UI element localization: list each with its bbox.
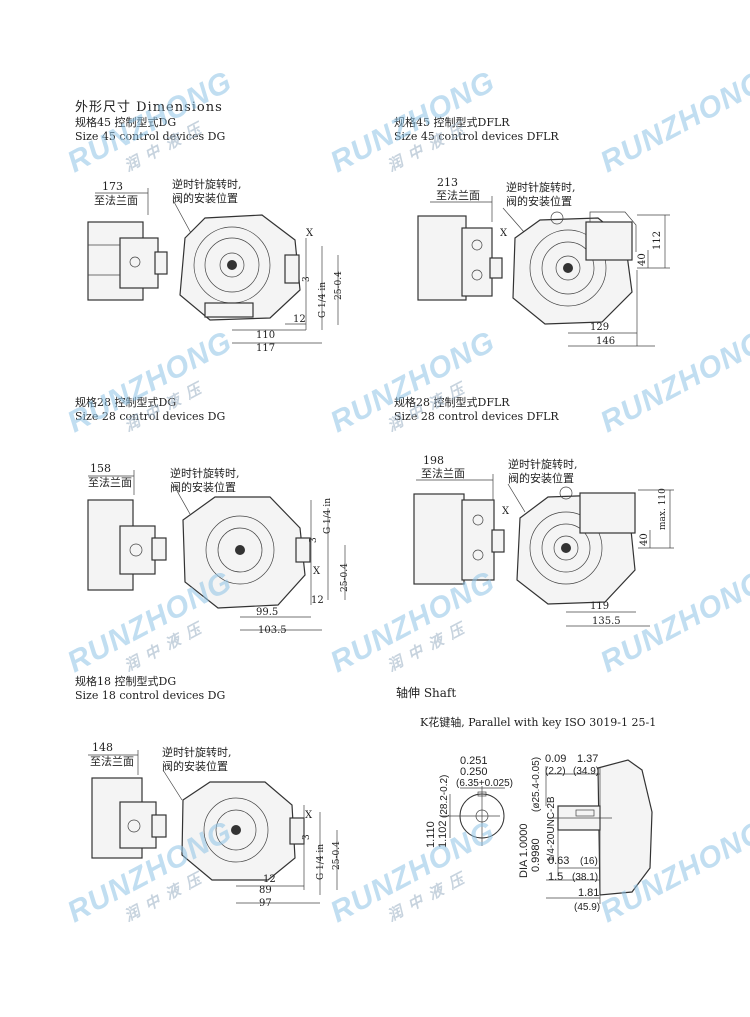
dim-3-s28dg: 3 xyxy=(309,537,319,543)
dim-12-s18dg: 12 xyxy=(263,874,276,885)
flange-dim-s28dg: 158 xyxy=(90,462,111,475)
note-s45dflr: 逆时针旋转时,阀的安装位置 xyxy=(506,181,576,208)
flange-label-s45dg: 至法兰面 xyxy=(94,194,138,207)
flange-label-s45dflr: 至法兰面 xyxy=(436,189,480,202)
dim-3-s45dg: 3 xyxy=(302,276,312,282)
pump-drawing-s28dflr xyxy=(413,474,674,627)
pump-drawing-s45dg xyxy=(87,188,339,344)
shaft-width-in-min: 0.250 xyxy=(460,766,488,778)
shaft-dia-max: DIA 1.0000 xyxy=(518,824,530,878)
shaft-width-mm: (6.35+0.025) xyxy=(456,778,513,789)
dim-g14-s18dg: G 1/4 in xyxy=(316,844,326,880)
dim-117-s45dg: 117 xyxy=(256,343,275,354)
dim-g14-s28dg: G 1/4 in xyxy=(323,498,333,534)
note-s28dg: 逆时针旋转时,阀的安装位置 xyxy=(170,467,240,494)
shaft-dia-min: 0.9980 xyxy=(530,838,542,872)
dim-995-s28dg: 99.5 xyxy=(256,607,278,618)
dim-129-s45dflr: 129 xyxy=(590,322,609,333)
flange-dim-s45dflr: 213 xyxy=(437,176,458,189)
dim-40-s28dflr: 40 xyxy=(639,533,650,546)
shaft-a2-in: 1.5 xyxy=(548,871,563,883)
flange-label-s28dg: 至法兰面 xyxy=(88,476,132,489)
dim-89-s18dg: 89 xyxy=(259,885,272,896)
shaft-d1-mm: (2.2) xyxy=(545,766,566,777)
shaft-height-mm: (28.2-0.2) xyxy=(439,775,450,818)
dim-1035-s28dg: 103.5 xyxy=(258,625,287,636)
shaft-a3-in: 1.81 xyxy=(578,887,599,899)
caption-size28-dflr: 规格28 控制型式DFLR Size 28 control devices DF… xyxy=(394,396,559,423)
pump-drawing-s45dflr xyxy=(417,196,670,347)
shaft-dia-mm: (ø25.4-0.05) xyxy=(531,757,542,812)
shaft-heading: 轴伸 Shaft xyxy=(396,686,457,700)
dim-12-s28dg: 12 xyxy=(311,595,324,606)
dim-3-s18dg: 3 xyxy=(302,834,312,840)
caption-size18-dg: 规格18 控制型式DG Size 18 control devices DG xyxy=(75,675,226,702)
dim-110-s45dg: 110 xyxy=(256,330,275,341)
dim-40-s45dflr: 40 xyxy=(637,253,648,266)
shaft-a1-in: 0.63 xyxy=(548,855,569,867)
caption-size45-dg: 规格45 控制型式DG Size 45 control devices DG xyxy=(75,116,226,143)
shaft-a3-mm: (45.9) xyxy=(574,902,600,913)
dim-25-s28dg: 25-0.4 xyxy=(340,563,350,592)
dim-25-s45dg: 25-0.4 xyxy=(334,271,344,300)
shaft-d2-mm: (34.9) xyxy=(573,766,599,777)
dim-x-s45dflr: X xyxy=(500,228,508,239)
flange-label-s18dg: 至法兰面 xyxy=(90,755,134,768)
dim-x-s28dflr: X xyxy=(502,506,510,517)
pump-drawing-s28dg xyxy=(87,470,346,631)
flange-dim-s45dg: 173 xyxy=(102,180,123,193)
flange-dim-s18dg: 148 xyxy=(92,741,113,754)
shaft-d2-in: 1.37 xyxy=(577,753,598,765)
shaft-height-in-max: 1.110 xyxy=(425,821,437,848)
caption-size45-dflr: 规格45 控制型式DFLR Size 45 control devices DF… xyxy=(394,116,559,143)
shaft-a1-mm: (16) xyxy=(580,856,598,867)
flange-dim-s28dflr: 198 xyxy=(423,454,444,467)
shaft-subtitle: K花键轴, Parallel with key ISO 3019-1 25-1 xyxy=(420,716,657,729)
page-title: 外形尺寸 Dimensions xyxy=(75,100,223,115)
dim-g14-s45dg: G 1/4 in xyxy=(318,282,328,318)
dim-146-s45dflr: 146 xyxy=(596,336,615,347)
dim-x-s28dg: X xyxy=(313,566,321,577)
shaft-drawing xyxy=(440,759,653,904)
shaft-a2-mm: (38.1) xyxy=(572,872,598,883)
dim-12-s45dg: 12 xyxy=(293,314,306,325)
shaft-width-in-max: 0.251 xyxy=(460,755,488,767)
dim-x-s18dg: X xyxy=(305,810,313,821)
note-s28dflr: 逆时针旋转时,阀的安装位置 xyxy=(508,458,578,485)
dim-x-s45dg: X xyxy=(306,228,314,239)
dim-25-s18dg: 25-0.4 xyxy=(332,841,342,870)
caption-size28-dg: 规格28 控制型式DG Size 28 control devices DG xyxy=(75,396,226,423)
shaft-d1-in: 0.09 xyxy=(545,753,566,765)
shaft-thread: 1/4-20UNC-2B xyxy=(546,796,557,862)
shaft-height-in-min: 1.102 xyxy=(437,820,449,848)
dim-97-s18dg: 97 xyxy=(259,898,272,909)
dim-max110-s28dflr: max. 110 xyxy=(658,488,668,530)
note-s18dg: 逆时针旋转时,阀的安装位置 xyxy=(162,746,232,773)
dim-119-s28dflr: 119 xyxy=(590,601,609,612)
note-s45dg: 逆时针旋转时,阀的安装位置 xyxy=(172,178,242,205)
dim-112-s45dflr: 112 xyxy=(652,231,663,250)
dim-1355-s28dflr: 135.5 xyxy=(592,616,621,627)
pump-drawing-s18dg xyxy=(88,750,338,904)
flange-label-s28dflr: 至法兰面 xyxy=(421,467,465,480)
